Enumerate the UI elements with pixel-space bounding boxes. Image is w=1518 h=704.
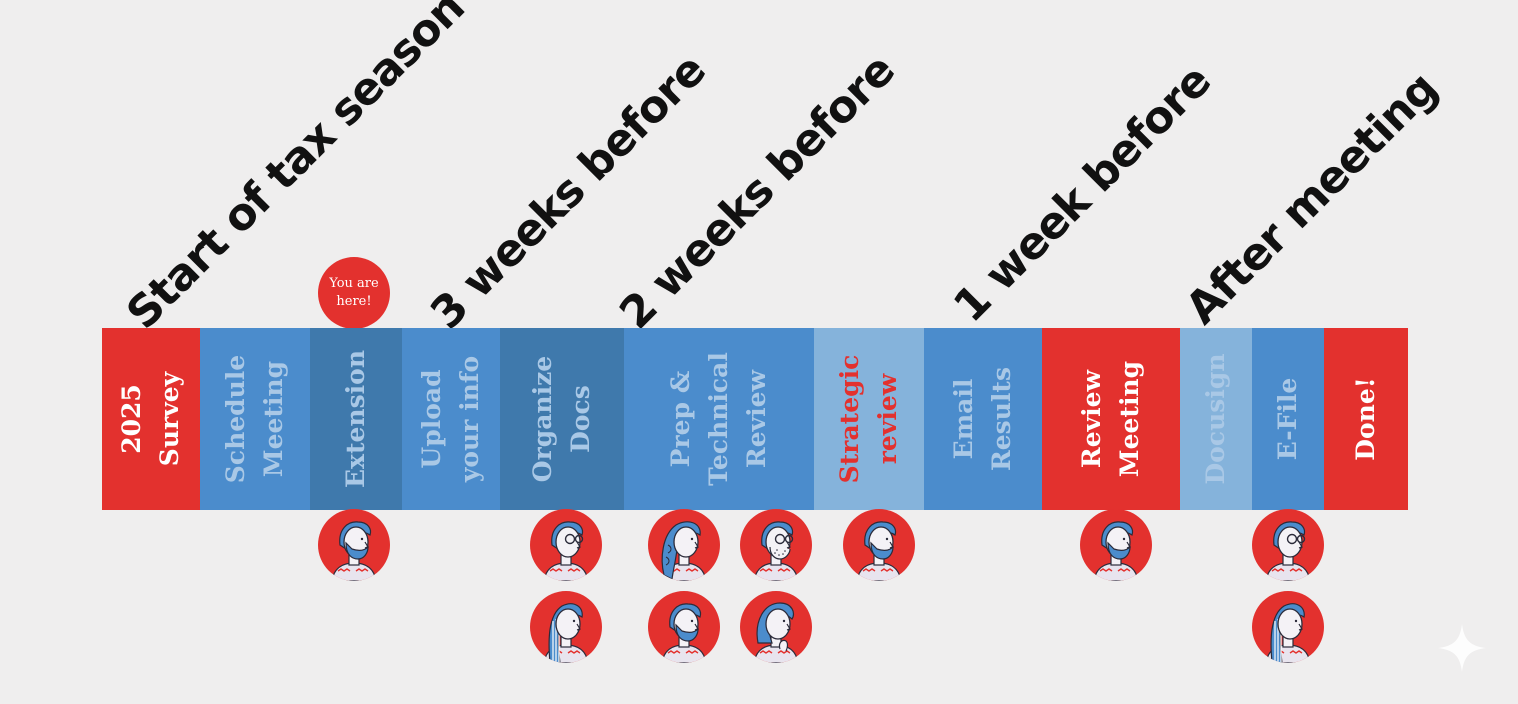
step-line: Done! — [1347, 377, 1385, 460]
step-e-file: E-File — [1252, 328, 1324, 510]
step-docusign: Docusign — [1180, 328, 1252, 510]
step-done: Done! — [1324, 328, 1408, 510]
step-line: Strategic — [831, 355, 869, 484]
step-line: review — [869, 355, 907, 484]
step-text: Done! — [1347, 377, 1385, 460]
long-hair-woman-avatar-icon — [530, 591, 602, 663]
step-text: 2025 Survey — [113, 372, 189, 466]
step-schedule-meeting: Schedule Meeting — [200, 328, 310, 510]
step-organize-docs: Organize Docs — [500, 328, 624, 510]
step-line: Meeting — [255, 355, 293, 483]
step-line: your info — [451, 356, 489, 482]
step-email-results: Email Results — [924, 328, 1042, 510]
step-text: Extension — [337, 350, 375, 488]
step-line: Review — [738, 352, 776, 486]
step-line: Technical — [700, 352, 738, 486]
step-extension: Extension — [310, 328, 402, 510]
step-text: E-File — [1269, 378, 1307, 461]
step-text: Strategic review — [831, 355, 907, 484]
step-text: Docusign — [1197, 354, 1235, 485]
step-line: Email — [945, 367, 983, 471]
step-upload-your-info: Upload your info — [402, 328, 500, 510]
bearded-man-avatar-icon — [843, 509, 915, 581]
glasses-man-avatar-icon — [1252, 509, 1324, 581]
sparkle-icon — [1436, 622, 1488, 674]
bob-hair-woman-avatar-icon — [740, 591, 812, 663]
step-strategic-review: Strategic review — [814, 328, 924, 510]
bearded-man-avatar-icon — [648, 591, 720, 663]
you-are-here-line2: here! — [336, 293, 371, 311]
glasses-bearded-man-avatar-icon — [740, 509, 812, 581]
step-line: Prep & — [662, 352, 700, 486]
step-line: Upload — [413, 356, 451, 482]
phase-label-after-meeting: After meeting — [1179, 66, 1445, 332]
step-line: 2025 — [113, 372, 151, 466]
step-survey: 2025 Survey — [102, 328, 200, 510]
step-line: Extension — [337, 350, 375, 488]
phase-label-start-of-tax-season: Start of tax season — [120, 0, 472, 337]
step-line: Docusign — [1197, 354, 1235, 485]
you-are-here-marker: You are here! — [318, 257, 390, 329]
step-text: Organize Docs — [524, 356, 600, 482]
glasses-man-avatar-icon — [530, 509, 602, 581]
step-line: Schedule — [217, 355, 255, 483]
step-review-meeting: Review Meeting — [1042, 328, 1180, 510]
step-line: Review — [1073, 361, 1111, 477]
phase-label-1-week-before: 1 week before — [947, 58, 1219, 330]
bearded-man-avatar-icon — [318, 509, 390, 581]
step-line: Survey — [151, 372, 189, 466]
bearded-man-avatar-icon — [1080, 509, 1152, 581]
step-line: Results — [983, 367, 1021, 471]
step-text: Prep & Technical Review — [662, 352, 776, 486]
long-hair-woman-avatar-icon — [1252, 591, 1324, 663]
step-line: E-File — [1269, 378, 1307, 461]
curly-hair-woman-avatar-icon — [648, 509, 720, 581]
timeline-bar: 2025 Survey Schedule Meeting Extension U… — [102, 328, 1408, 510]
step-text: Schedule Meeting — [217, 355, 293, 483]
you-are-here-line1: You are — [329, 275, 378, 293]
step-line: Docs — [562, 356, 600, 482]
step-text: Upload your info — [413, 356, 489, 482]
step-line: Meeting — [1111, 361, 1149, 477]
step-line: Organize — [524, 356, 562, 482]
step-prep-technical-review: Prep & Technical Review — [624, 328, 814, 510]
step-text: Email Results — [945, 367, 1021, 471]
step-text: Review Meeting — [1073, 361, 1149, 477]
